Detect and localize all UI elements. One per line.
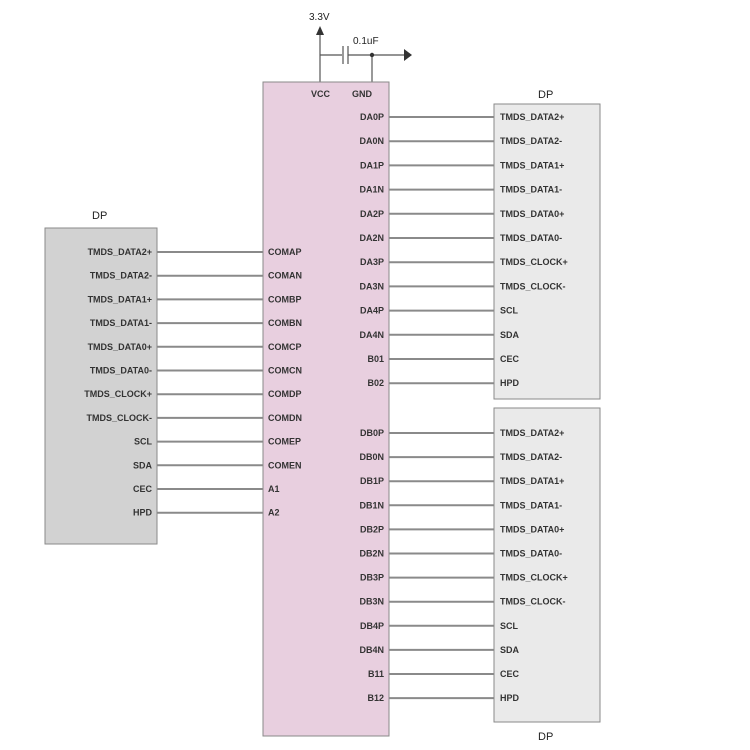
left-dp-pin-sda: SDA <box>133 460 153 470</box>
ic-pin-db3p: DB3P <box>360 573 384 583</box>
ic-pin-da4n: DA4N <box>359 330 384 340</box>
gnd-junction-dot <box>369 52 375 58</box>
ic-pin-da0p: DA0P <box>360 112 384 122</box>
left-dp-pin-tmds-clockplus: TMDS_CLOCK+ <box>84 389 152 399</box>
right-bottom-dp-pin-hpd: HPD <box>500 693 520 703</box>
right-top-dp-connector <box>493 103 601 400</box>
right-bottom-dp-pin-cec: CEC <box>500 669 520 679</box>
ic-pin-da2n: DA2N <box>359 233 384 243</box>
ic-pin-db2n: DB2N <box>359 549 384 559</box>
ic-pin-da1p: DA1P <box>360 160 384 170</box>
ic-pin-db0n: DB0N <box>359 452 384 462</box>
right-bottom-dp-connector <box>493 407 601 723</box>
ic-pin-da2p: DA2P <box>360 209 384 219</box>
ic-pin-a2: A2 <box>268 508 280 518</box>
ic-pin-db4n: DB4N <box>359 645 384 655</box>
left-dp-pin-scl: SCL <box>134 437 153 447</box>
right-bottom-dp-pin-sda: SDA <box>500 645 520 655</box>
ic-pin-comen: COMEN <box>268 460 302 470</box>
ic-pin-db1n: DB1N <box>359 500 384 510</box>
left-dp-pin-tmds-clockminus: TMDS_CLOCK- <box>87 413 153 423</box>
ic-pin-db2p: DB2P <box>360 524 384 534</box>
ic-pin-da1n: DA1N <box>359 185 384 195</box>
right-bottom-dp-pin-tmds-data0minus: TMDS_DATA0- <box>500 549 562 559</box>
right-bottom-dp-title: DP <box>538 731 553 743</box>
ic-pin-b01: B01 <box>367 354 384 364</box>
right-bottom-dp-pin-tmds-data1plus: TMDS_DATA1+ <box>500 476 564 486</box>
ic-pin-da0n: DA0N <box>359 136 384 146</box>
right-top-dp-pin-cec: CEC <box>500 354 520 364</box>
ic-pin-comcp: COMCP <box>268 342 302 352</box>
right-bottom-dp-pin-tmds-clockminus: TMDS_CLOCK- <box>500 597 566 607</box>
right-top-dp-pin-tmds-data0minus: TMDS_DATA0- <box>500 233 562 243</box>
left-dp-connector <box>44 227 158 545</box>
ic-pin-comdn: COMDN <box>268 413 302 423</box>
ic-pin-b02: B02 <box>367 378 384 388</box>
right-bottom-pin-rows: DB0P TMDS_DATA2+ DB0N TMDS_DATA2- DB1P TMDS_D… <box>359 428 567 703</box>
ic-pin-b11: B11 <box>368 669 384 679</box>
ic-pin-gnd: GND <box>352 89 373 99</box>
ic-pin-da4p: DA4P <box>360 306 384 316</box>
ic-pin-comdp: COMDP <box>268 389 302 399</box>
ic-pin-db4p: DB4P <box>360 621 384 631</box>
ic-pin-combn: COMBN <box>268 318 302 328</box>
left-pin-rows: TMDS_DATA2+ COMAP TMDS_DATA2- COMAN TMDS_DAT… <box>84 247 302 518</box>
ic-pin-a1: A1 <box>268 484 280 494</box>
left-dp-pin-tmds-data2plus: TMDS_DATA2+ <box>88 247 152 257</box>
right-top-dp-pin-tmds-clockminus: TMDS_CLOCK- <box>500 281 566 291</box>
right-bottom-dp-pin-tmds-data1minus: TMDS_DATA1- <box>500 500 562 510</box>
right-bottom-dp-pin-scl: SCL <box>500 621 519 631</box>
right-top-dp-title: DP <box>538 89 553 101</box>
right-top-dp-pin-sda: SDA <box>500 330 520 340</box>
left-dp-pin-tmds-data0plus: TMDS_DATA0+ <box>88 342 152 352</box>
ic-body <box>262 81 390 737</box>
vcc-arrow-icon <box>316 26 324 35</box>
left-dp-title: DP <box>92 210 107 222</box>
ic-pin-da3n: DA3N <box>359 281 384 291</box>
left-dp-pin-cec: CEC <box>133 484 153 494</box>
capacitor-label: 0.1uF <box>353 36 379 47</box>
right-bottom-dp-pin-tmds-data2plus: TMDS_DATA2+ <box>500 428 564 438</box>
supply-voltage-label: 3.3V <box>309 12 330 23</box>
right-top-dp-pin-tmds-data1minus: TMDS_DATA1- <box>500 185 562 195</box>
ic-pin-comcn: COMCN <box>268 366 302 376</box>
left-dp-pin-tmds-data0minus: TMDS_DATA0- <box>90 366 152 376</box>
right-top-dp-pin-tmds-data2plus: TMDS_DATA2+ <box>500 112 564 122</box>
ic-pin-da3p: DA3P <box>360 257 384 267</box>
right-top-dp-pin-tmds-data2minus: TMDS_DATA2- <box>500 136 562 146</box>
ic-pin-b12: B12 <box>367 693 384 703</box>
ic-pin-comap: COMAP <box>268 247 302 257</box>
ic-pin-db1p: DB1P <box>360 476 384 486</box>
right-top-dp-pin-tmds-clockplus: TMDS_CLOCK+ <box>500 257 568 267</box>
ic-pin-coman: COMAN <box>268 271 302 281</box>
right-top-dp-pin-hpd: HPD <box>500 378 520 388</box>
left-dp-pin-tmds-data2minus: TMDS_DATA2- <box>90 271 152 281</box>
right-top-pin-rows: DA0P TMDS_DATA2+ DA0N TMDS_DATA2- DA1P TMDS_D… <box>359 112 567 388</box>
right-bottom-dp-pin-tmds-clockplus: TMDS_CLOCK+ <box>500 573 568 583</box>
ic-pin-comep: COMEP <box>268 437 301 447</box>
left-dp-pin-tmds-data1minus: TMDS_DATA1- <box>90 318 152 328</box>
right-top-dp-pin-tmds-data1plus: TMDS_DATA1+ <box>500 160 564 170</box>
right-bottom-dp-pin-tmds-data2minus: TMDS_DATA2- <box>500 452 562 462</box>
ic-pin-db3n: DB3N <box>359 597 384 607</box>
right-top-dp-pin-tmds-data0plus: TMDS_DATA0+ <box>500 209 564 219</box>
ic-pin-combp: COMBP <box>268 294 302 304</box>
ground-symbol-icon <box>404 49 412 61</box>
right-bottom-dp-pin-tmds-data0plus: TMDS_DATA0+ <box>500 524 564 534</box>
ic-pin-vcc: VCC <box>311 89 331 99</box>
left-dp-pin-hpd: HPD <box>133 508 153 518</box>
left-dp-pin-tmds-data1plus: TMDS_DATA1+ <box>88 294 152 304</box>
ic-pin-db0p: DB0P <box>360 428 384 438</box>
right-top-dp-pin-scl: SCL <box>500 306 519 316</box>
